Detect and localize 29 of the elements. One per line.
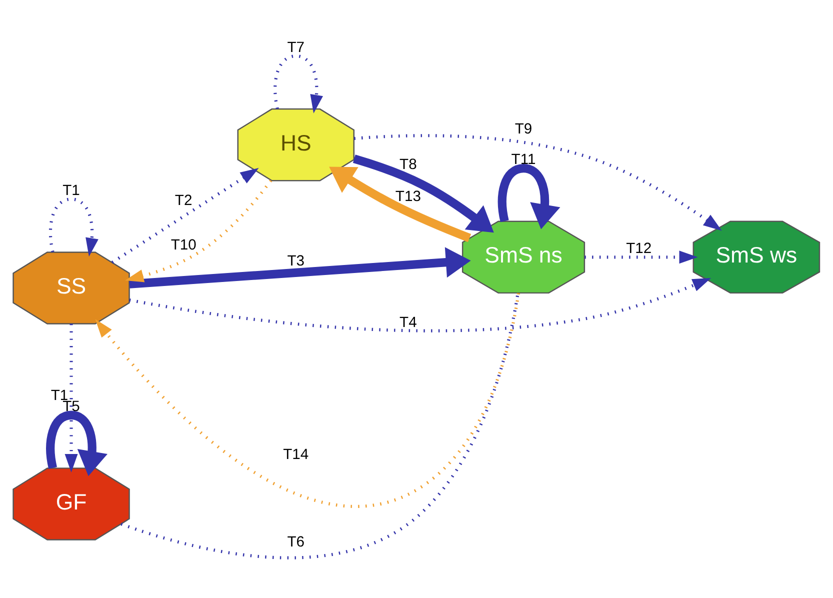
edge-label: T8 xyxy=(400,157,417,174)
edge-label: T14 xyxy=(283,447,309,464)
arrow xyxy=(354,134,722,231)
arrow xyxy=(129,247,471,288)
edge-label: T11 xyxy=(511,152,536,168)
edge-label: T3 xyxy=(287,253,305,270)
edge-label: T4 xyxy=(400,315,417,332)
edge-label: T7 xyxy=(287,40,305,56)
arrow xyxy=(352,154,494,233)
connector xyxy=(120,292,520,560)
arrow xyxy=(274,54,324,114)
edge-label: T1 xyxy=(62,182,80,199)
arrow xyxy=(64,324,78,472)
arrow xyxy=(46,410,108,476)
edge-label: T12 xyxy=(626,240,652,257)
arrow xyxy=(584,250,698,264)
arrow xyxy=(129,278,712,332)
arrow xyxy=(125,180,272,282)
arrow xyxy=(498,164,560,230)
edge-label: T13 xyxy=(395,189,421,206)
arrow xyxy=(329,166,472,242)
arrow xyxy=(111,168,259,264)
arrow xyxy=(48,198,98,257)
arrow xyxy=(95,292,520,508)
edge-label: T10 xyxy=(170,237,196,254)
edge-label: T5 xyxy=(62,398,80,415)
edge-label: T9 xyxy=(514,121,532,138)
edge-label: T6 xyxy=(287,534,305,551)
edge-label: T2 xyxy=(174,192,192,209)
